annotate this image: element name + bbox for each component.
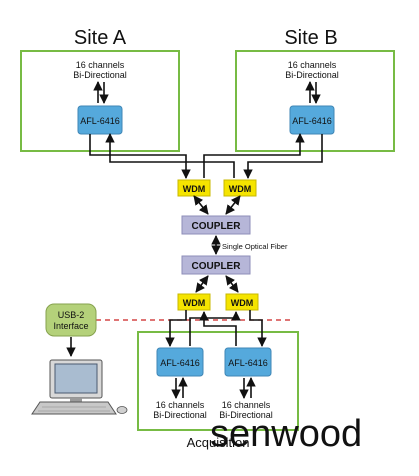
acq-device-left: [156, 347, 204, 377]
wdm-bottom-right-from-acq-left: [189, 311, 241, 346]
wdm-top-left-label: WDM: [183, 184, 206, 194]
wdm-top-right-label: WDM: [229, 184, 252, 194]
wdm-bottom-left-label: WDM: [183, 298, 206, 308]
acq-left-channels-line1: 16 channels: [156, 400, 205, 410]
wdm-bottom-right: [225, 293, 259, 311]
acq-device-left-label: AFL-6416: [160, 358, 200, 368]
site-a-channels-line2: Bi-Directional: [73, 70, 127, 80]
usb-interface-box: [45, 303, 97, 337]
coupler-bottom-label: COUPLER: [192, 261, 242, 272]
usb-label-line1: USB-2: [58, 310, 85, 320]
site-b-link-from-wdm-left: [203, 133, 305, 178]
wdm-top-left-to-coupler: [193, 195, 209, 215]
site-b-device-label: AFL-6416: [292, 116, 332, 126]
wdm-bottom-right-to-acq-right: [249, 310, 267, 347]
wdm-bottom-left-to-acq-left: [165, 310, 187, 347]
wdm-bottom-left-from-acq-right: [199, 311, 237, 346]
coupler-top: [181, 215, 251, 235]
acq-right-channels-line2: Bi-Directional: [219, 410, 273, 420]
watermark-text: senwood: [210, 413, 362, 455]
acq-left-channels-line2: Bi-Directional: [153, 410, 207, 420]
site-b-device: [289, 105, 335, 135]
site-b-title: Site B: [284, 27, 337, 49]
fiber-label: Single Optical Fiber: [222, 242, 288, 251]
site-b-channels-line1: 16 channels: [288, 60, 337, 70]
wdm-bottom-left: [177, 293, 211, 311]
acq-device-right: [224, 347, 272, 377]
usb-label-line2: Interface: [53, 321, 88, 331]
acquisition-title: Acquisition: [187, 435, 250, 450]
site-a-channels-line1: 16 channels: [76, 60, 125, 70]
coupler-top-label: COUPLER: [192, 221, 242, 232]
site-a-link-to-wdm-left: [89, 134, 191, 179]
wdm-bottom-right-label: WDM: [231, 298, 254, 308]
coupler-to-wdm-bottom-right: [225, 275, 239, 293]
site-a-device: [77, 105, 123, 135]
coupler-bottom: [181, 255, 251, 275]
acq-device-right-label: AFL-6416: [228, 358, 268, 368]
site-b-channels-line2: Bi-Directional: [285, 70, 339, 80]
coupler-to-wdm-bottom-left: [195, 275, 209, 293]
site-a-device-label: AFL-6416: [80, 116, 120, 126]
computer-icon: [31, 359, 128, 415]
site-a-title: Site A: [74, 27, 127, 49]
site-a-link-from-wdm-right: [105, 133, 235, 178]
wdm-top-right-to-coupler: [225, 195, 241, 215]
site-b-link-to-wdm-right: [243, 134, 323, 179]
acq-right-channels-line1: 16 channels: [222, 400, 271, 410]
